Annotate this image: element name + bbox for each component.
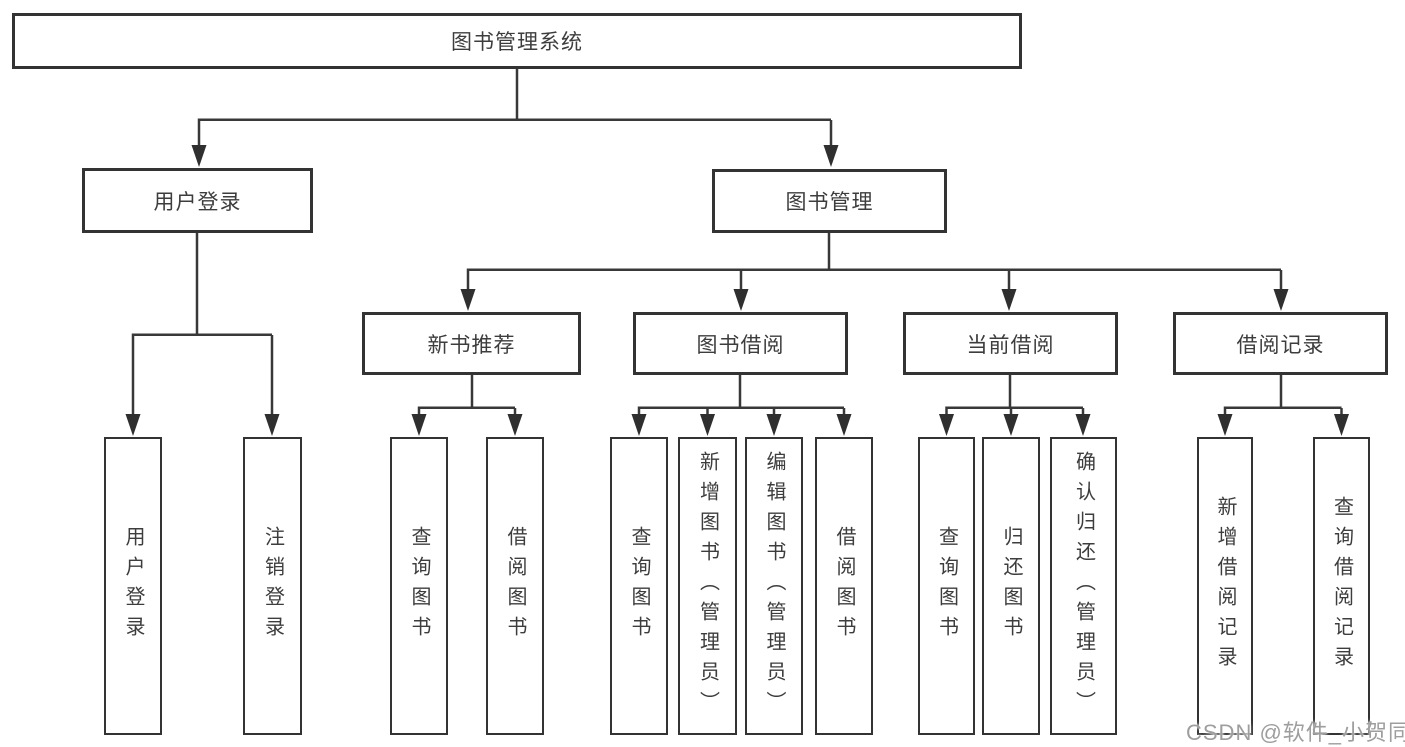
node-label: 查询图书 [408,526,430,646]
leaf-borrow-books-borrowing: 借阅图书 [815,437,873,735]
node-book-borrowing: 图书借阅 [633,312,848,375]
leaf-search-books-current: 查询图书 [918,437,975,735]
node-current-borrowing: 当前借阅 [903,312,1118,375]
edge-userlogin-to-leaves [131,233,274,419]
arrowhead [1075,414,1091,436]
leaf-logout: 注销登录 [243,437,302,735]
node-label: 查询借阅记录 [1330,496,1353,676]
arrowhead [1217,414,1233,436]
leaf-return-books: 归还图书 [982,437,1040,735]
node-user-login-module: 用户登录 [82,168,313,233]
leaf-user-login: 用户登录 [104,437,162,735]
arrowhead [460,289,476,311]
arrowhead [631,414,647,436]
node-label: 查询图书 [628,526,650,646]
node-label: 用户登录 [122,526,144,646]
arrowhead [939,414,954,436]
node-label: 借阅图书 [504,526,526,646]
node-label: 图书管理 [785,191,874,214]
node-label: 编辑图书（管理员） [763,451,785,721]
node-root-library-system: 图书管理系统 [12,13,1022,69]
arrowhead [125,414,141,436]
edge-newbooks-to-leaves [417,375,517,419]
edge-bookmgmt-to-level3 [466,233,1283,294]
arrowhead [264,414,280,436]
leaf-add-books-admin: 新增图书（管理员） [678,437,737,735]
node-label: 用户登录 [153,190,242,214]
node-label: 查询图书 [935,526,958,646]
arrowhead [411,414,427,436]
edge-root-to-level2 [197,68,833,150]
csdn-watermark: CSDN @软件_小贺同学 [1186,720,1405,745]
arrowhead [1001,289,1017,311]
node-book-management-module: 图书管理 [712,169,947,233]
node-label: 确认归还（管理员） [1072,451,1095,721]
node-label: 新书推荐 [427,333,516,357]
leaf-confirm-return-admin: 确认归还（管理员） [1050,437,1117,735]
arrowhead [1273,289,1289,311]
arrowhead [1003,414,1019,436]
node-label: 新增借阅记录 [1214,496,1236,676]
arrowhead [191,145,207,167]
leaf-search-borrow-record: 查询借阅记录 [1313,437,1370,735]
node-label: 图书管理系统 [451,31,583,54]
node-label: 新增图书（管理员） [696,451,719,721]
arrowhead [836,414,852,436]
node-label: 注销登录 [261,526,284,646]
node-label: 当前借阅 [966,333,1055,357]
node-new-book-recommendation: 新书推荐 [362,312,581,375]
edge-current-to-leaves [945,375,1085,419]
edge-records-to-leaves [1223,375,1343,419]
node-label: 图书借阅 [696,333,785,357]
leaf-borrow-books-recommend: 借阅图书 [486,437,544,735]
node-label: 借阅图书 [833,526,855,646]
arrowhead [700,414,715,436]
arrowhead [766,414,782,436]
arrowhead [823,145,839,167]
leaf-add-borrow-record: 新增借阅记录 [1197,437,1253,735]
arrowhead [507,414,523,436]
arrowheads [125,145,1349,436]
arrowhead [733,289,749,311]
node-borrowing-records: 借阅记录 [1173,312,1388,375]
node-label: 归还图书 [1000,526,1022,646]
edge-borrow-to-leaves [637,375,846,419]
leaf-search-books-borrowing: 查询图书 [610,437,668,735]
leaf-search-books-recommend: 查询图书 [390,437,448,735]
arrowhead [1334,414,1349,436]
node-label: 借阅记录 [1236,333,1325,357]
leaf-edit-books-admin: 编辑图书（管理员） [745,437,803,735]
